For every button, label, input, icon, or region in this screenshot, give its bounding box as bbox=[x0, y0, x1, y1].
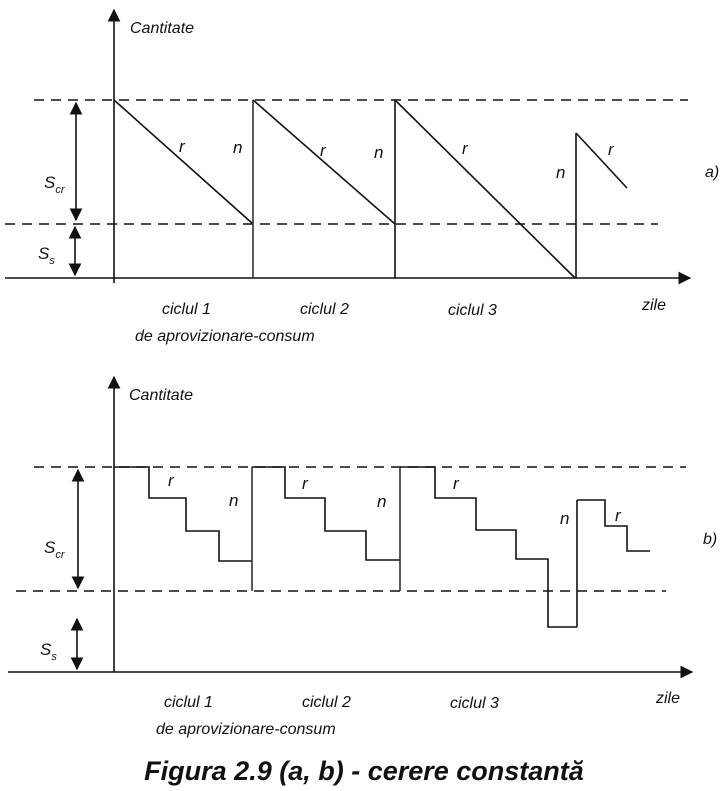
replenishment-symbol-a-3: n bbox=[556, 163, 565, 182]
step-consumption-cycle-2-b bbox=[252, 466, 400, 561]
cycle-label-b-2: ciclul 2 bbox=[302, 694, 351, 711]
cycle-label-a-2: ciclul 2 bbox=[300, 301, 349, 318]
safety-stock-label-b: Ss bbox=[40, 640, 57, 663]
y-axis-label-a: Cantitate bbox=[130, 20, 194, 37]
panel-label-a: a) bbox=[705, 164, 719, 181]
step-consumption-cycle-4-b bbox=[577, 499, 650, 552]
figure-caption: Figura 2.9 (a, b) - cerere constantă bbox=[144, 756, 584, 786]
consumption-symbol-a-1: r bbox=[179, 137, 186, 156]
cycle-caption-a: de aprovizionare-consum bbox=[135, 328, 315, 345]
consumption-line-cycle-4-a bbox=[575, 132, 628, 189]
consumption-line-cycle-1-a bbox=[113, 99, 254, 225]
step-consumption-cycle-3-b bbox=[400, 466, 577, 628]
consumption-symbol-a-3: r bbox=[462, 139, 469, 158]
consumption-line-cycle-2-a bbox=[252, 99, 396, 225]
x-axis-label-a: zile bbox=[641, 297, 666, 314]
panel-b: Cantitate zile Scr Ss r n r n r n r b) c… bbox=[8, 375, 717, 738]
replenishment-symbol-b-2: n bbox=[377, 492, 386, 511]
panel-label-b: b) bbox=[703, 531, 717, 548]
cycle-label-a-3: ciclul 3 bbox=[448, 302, 497, 319]
replenishment-symbol-a-2: n bbox=[374, 143, 383, 162]
replenishment-symbol-b-1: n bbox=[229, 491, 238, 510]
replenishment-symbol-b-3: n bbox=[560, 509, 569, 528]
critical-stock-label-a: Scr bbox=[44, 173, 66, 196]
cycle-label-b-1: ciclul 1 bbox=[164, 694, 213, 711]
consumption-symbol-b-4: r bbox=[615, 506, 622, 525]
y-axis-label-b: Cantitate bbox=[129, 387, 193, 404]
cycle-label-a-1: ciclul 1 bbox=[162, 301, 211, 318]
cycle-label-b-3: ciclul 3 bbox=[450, 695, 499, 712]
consumption-symbol-b-2: r bbox=[302, 474, 309, 493]
cycle-caption-b: de aprovizionare-consum bbox=[156, 721, 336, 738]
safety-stock-label-a: Ss bbox=[38, 244, 55, 267]
consumption-symbol-a-4: r bbox=[608, 140, 615, 159]
consumption-symbol-b-3: r bbox=[453, 474, 460, 493]
consumption-symbol-b-1: r bbox=[168, 471, 175, 490]
consumption-line-cycle-3-a bbox=[394, 99, 576, 279]
consumption-symbol-a-2: r bbox=[320, 141, 327, 160]
x-axis-label-b: zile bbox=[655, 690, 680, 707]
critical-stock-label-b: Scr bbox=[44, 538, 66, 561]
replenishment-symbol-a-1: n bbox=[233, 138, 242, 157]
panel-a: Cantitate zile Scr Ss r n r n r n r a) c… bbox=[5, 8, 719, 345]
step-consumption-cycle-1-b bbox=[114, 466, 252, 562]
